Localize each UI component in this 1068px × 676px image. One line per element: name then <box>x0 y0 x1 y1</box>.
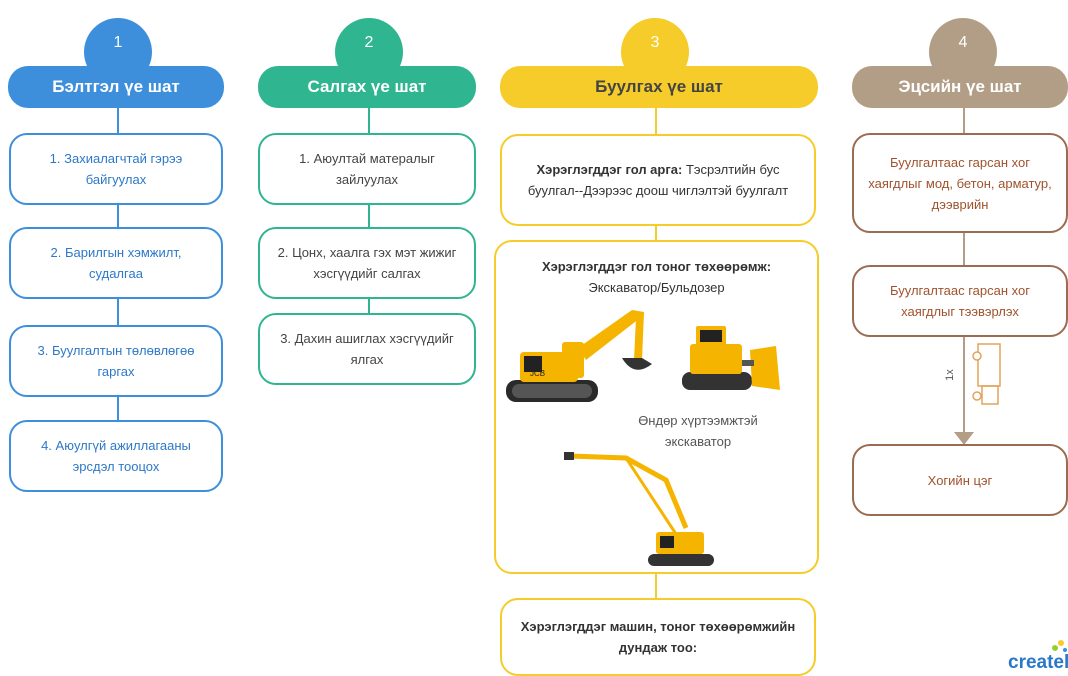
step-number: 4 <box>958 34 968 51</box>
column2-connector <box>368 100 370 320</box>
arrow-down-icon <box>954 432 974 445</box>
creately-logo-icon <box>1052 640 1067 652</box>
step-number: 3 <box>650 34 660 51</box>
stage-2-header: Салгах үе шат <box>258 66 476 108</box>
stage-1-step-4: 4. Аюулгүй ажиллагааны эрсдэл тооцох <box>9 420 223 492</box>
stage-1-step-2: 2. Барилгын хэмжилт, судалгаа <box>9 227 223 299</box>
stage-3-method-box: Хэрэглэгддэг гол арга: Тэсрэлтийн бус бу… <box>500 134 816 226</box>
stage-3-count-box: Хэрэглэгддэг машин, тоног төхөөрөмжийн д… <box>500 598 816 676</box>
svg-text:JCB: JCB <box>530 369 545 378</box>
step-number: 2 <box>364 34 374 51</box>
stage-1-step-1: 1. Захиалагчтай гэрээ байгуулах <box>9 133 223 205</box>
equipment-text: Экскаватор/Бульдозер <box>588 280 725 295</box>
excavator-image: JCB <box>506 310 652 402</box>
stage-3-equipment-box: Хэрэглэгддэг гол тоног төхөөрөмж: Экскав… <box>494 240 819 574</box>
stage-3-header: Буулгах үе шат <box>500 66 818 108</box>
method-label: Хэрэглэгддэг гол арга: <box>536 162 683 177</box>
equipment-label: Хэрэглэгддэг гол тоног төхөөрөмж: <box>541 259 772 274</box>
stage-4-step-3: Хогийн цэг <box>852 444 1068 516</box>
stage-2-step-1: 1. Аюултай матералыг зайлуулах <box>258 133 476 205</box>
long-reach-excavator-image <box>564 452 714 566</box>
stage-4-header: Эцсийн үе шат <box>852 66 1068 108</box>
truck-icon <box>972 343 1001 405</box>
creately-logo: creately <box>1008 652 1068 673</box>
stage-2-step-3: 3. Дахин ашиглах хэсгүүдийг ялгах <box>258 313 476 385</box>
truck-quantity-label: 1x <box>944 369 956 381</box>
stage-1-step-3: 3. Буулгалтын төлөвлөгөө гаргах <box>9 325 223 397</box>
bulldozer-image <box>682 326 780 390</box>
stage-4-step-1: Буулгалтаас гарсан хог хаягдлыг мод, бет… <box>852 133 1068 233</box>
stage-4-step-2: Буулгалтаас гарсан хог хаягдлыг тээвэрлэ… <box>852 265 1068 337</box>
longreach-caption: Өндөр хүртээмжтэй экскаватор <box>638 413 758 449</box>
stage-1-header: Бэлтгэл үе шат <box>8 66 224 108</box>
method-text: Тэсрэлтийн бус буулгал--Дээрээс доош чиг… <box>527 162 789 198</box>
stage-2-step-2: 2. Цонх, хаалга гэх мэт жижиг хэсгүүдийг… <box>258 227 476 299</box>
step-number: 1 <box>113 34 123 51</box>
